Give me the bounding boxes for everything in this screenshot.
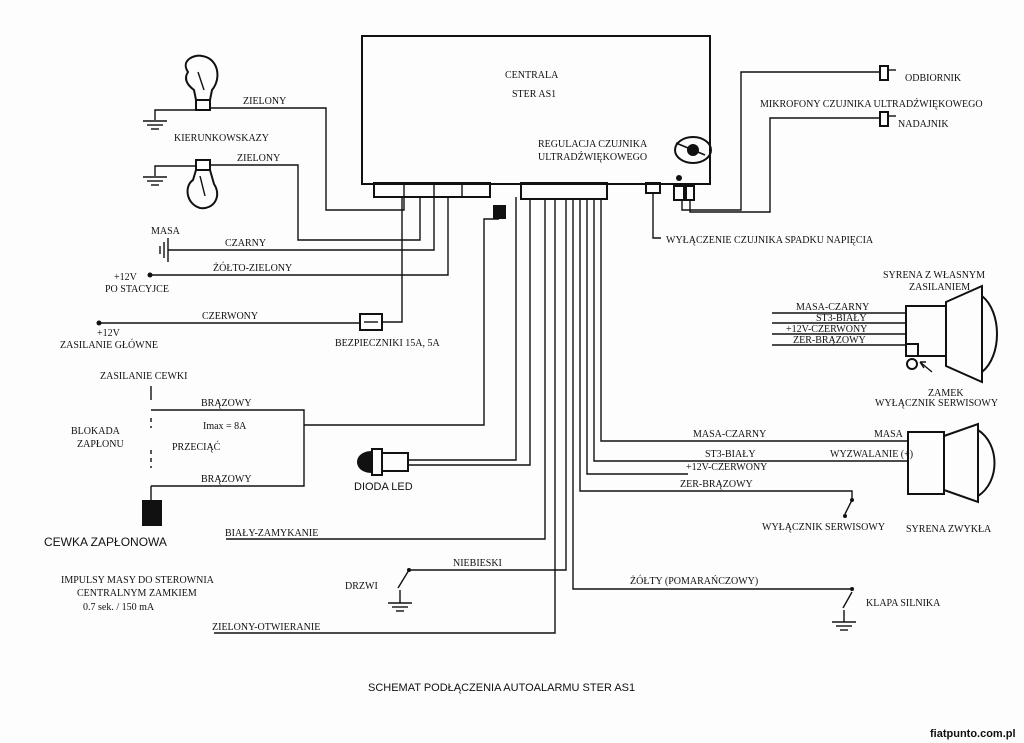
label-kierunkowskazy: KIERUNKOWSKAZY [174,133,269,144]
bulb-icon [186,159,219,210]
led-connector [493,205,506,219]
label-wylacznik-serwisowy: WYŁĄCZNIK SERWISOWY [762,522,885,533]
wire-label-zer-brazowy-2: ZER-BRĄZOWY [680,479,753,490]
wire-label-zolty: ŻÓŁTY (POMARAŃCZOWY) [630,575,758,587]
wire-label-zielony-otwieranie: ZIELONY-OTWIERANIE [212,622,320,633]
bulb-icon [184,54,219,111]
wire-label-st3-bialy-2: ST3-BIAŁY [705,449,756,460]
wire-label-czarny: CZARNY [225,238,266,249]
label-zasilanie-glowne: ZASILANIE GŁÓWNE [60,339,158,351]
wire-label-plus12-czerwony: +12V-CZERWONY [786,324,867,335]
ground-icon [159,238,169,262]
central-model: STER AS1 [512,89,556,100]
label-po-stacyjce: PO STACYJCE [105,284,169,295]
label-dioda-led: DIODA LED [354,481,413,493]
switch-icon [397,568,411,603]
label-odbiornik: ODBIORNIK [905,73,962,84]
label-nadajnik: NADAJNIK [898,119,949,130]
central-unit: CENTRALA STER AS1 REGULACJA CZUJNIKA ULT… [361,35,712,219]
wire-label-czerwony: CZERWONY [202,311,258,322]
wire-label-zielony-1: ZIELONY [243,96,286,107]
label-syrena-zwykla: SYRENA ZWYKŁA [906,524,992,535]
label-imax: Imax = 8A [203,421,247,432]
label-siren-masa: MASA [874,429,904,440]
central-title: CENTRALA [505,70,559,81]
wire-label-st3-bialy: ST3-BIAŁY [816,313,867,324]
sensor-adjust-label-1: REGULACJA CZUJNIKA [538,139,648,150]
label-blokada: BLOKADA [71,426,121,437]
label-przeciac: PRZECIĄĆ [172,441,221,453]
label-wylaczenie-czujnika: WYŁĄCZENIE CZUJNIKA SPADKU NAPIĘCIA [666,235,874,246]
wire-label-plus12-czerwony-2: +12V-CZERWONY [686,462,767,473]
switch-icon [843,498,854,518]
label-cewka-zaplonowa: CEWKA ZAPŁONOWA [44,535,167,549]
wire-label-brazowy-2: BRĄZOWY [201,474,252,485]
label-zasilanie-cewki: ZASILANIE CEWKI [100,371,187,382]
label-plus12-main: +12V [97,328,121,339]
wire-label-brazowy-1: BRĄZOWY [201,398,252,409]
led-icon [357,448,409,476]
label-plus12-ignition: +12V [114,272,138,283]
wire-label-zielony-2: ZIELONY [237,153,280,164]
wire-label-niebieski: NIEBIESKI [453,558,502,569]
diagram-title: SCHEMAT PODŁĄCZENIA AUTOALARMU STER AS1 [368,682,635,694]
label-syrena-wlasna-2: ZASILANIEM [909,282,970,293]
ground-icon [143,120,167,130]
label-bezpieczniki: BEZPIECZNIKI 15A, 5A [335,338,440,349]
wire-label-zer-brazowy: ZER-BRĄZOWY [793,335,866,346]
fuse-icon [359,313,383,331]
label-impulsy-2: CENTRALNYM ZAMKIEM [77,588,197,599]
connector-main [520,182,608,200]
label-zamek-wylacznik: WYŁĄCZNIK SERWISOWY [875,398,998,409]
connector-mic [673,185,685,201]
switch-icon [842,587,854,622]
ground-icon [143,176,167,186]
sensor-adjust-label-2: ULTRADŹWIĘKOWEGO [538,151,647,163]
siren-icon [907,422,996,504]
wire-label-zolto-zielony: ŻÓŁTO-ZIELONY [213,262,292,274]
microphone-icon [879,65,896,81]
label-zaplonu: ZAPŁONU [77,439,124,450]
label-wyzwalanie: WYZWALANIE (+) [830,449,913,460]
label-syrena-wlasna-1: SYRENA Z WŁASNYM [883,270,985,281]
wire-label-bialy-zamykanie: BIAŁY-ZAMYKANIE [225,528,318,539]
label-drzwi: DRZWI [345,581,378,592]
label-zamek: ZAMEK [928,388,964,399]
wire-label-masa-czarny-2: MASA-CZARNY [693,429,766,440]
connector-left [373,182,491,198]
potentiometer-icon [674,136,712,164]
label-masa: MASA [151,226,181,237]
label-klapa-silnika: KLAPA SILNIKA [866,598,941,609]
ground-icon [832,621,856,631]
wire-label-masa-czarny: MASA-CZARNY [796,302,869,313]
label-mikrofony: MIKROFONY CZUJNIKA ULTRADŹWIĘKOWEGO [760,98,983,110]
siren-icon [905,284,998,384]
microphone-icon [879,111,896,127]
label-impulsy-1: IMPULSY MASY DO STEROWNIA [61,575,215,586]
site-credit: fiatpunto.com.pl [930,728,1016,740]
label-impulsy-3: 0.7 sek. / 150 mA [83,602,155,613]
coil-icon [142,500,162,526]
ground-icon [388,602,412,612]
